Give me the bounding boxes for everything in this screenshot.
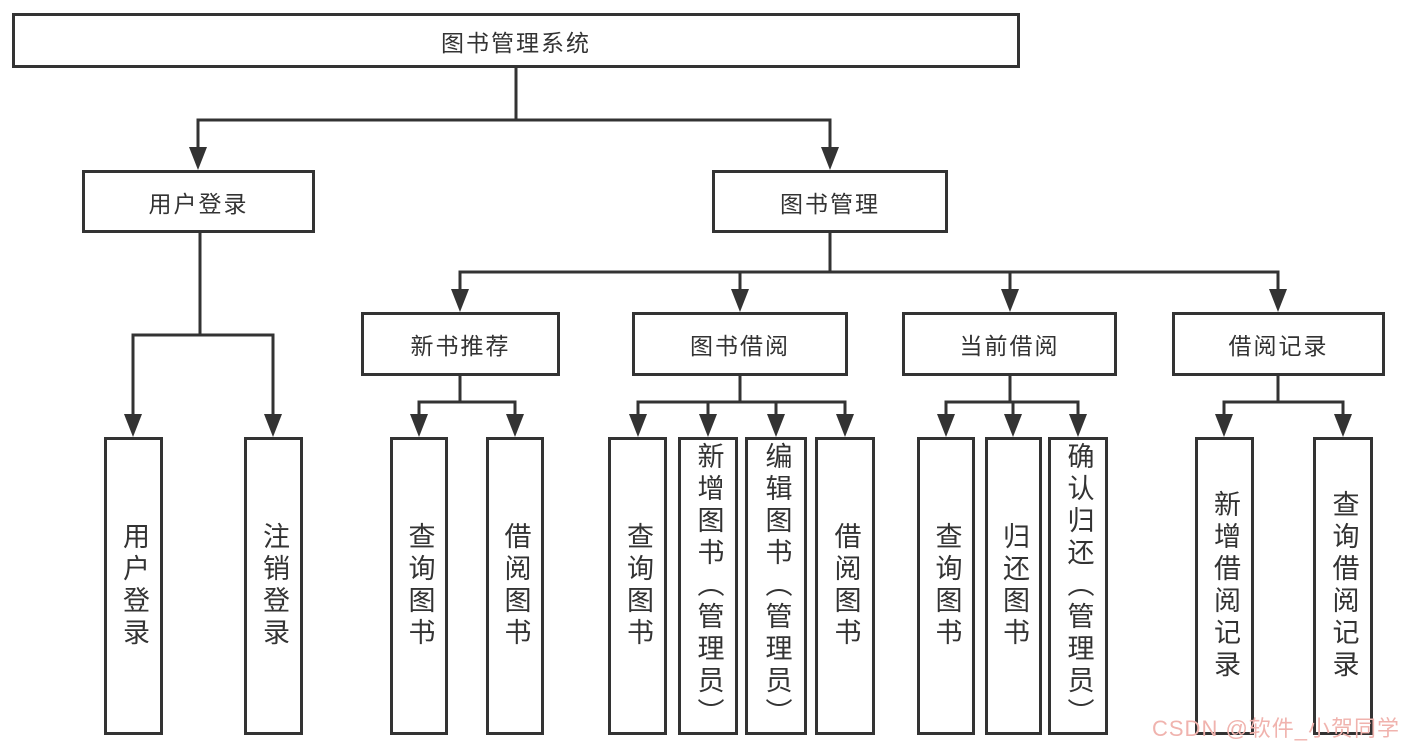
csdn-watermark: CSDN @软件_小贺同学 [1152,716,1401,741]
leaf-current-query-book-label: 查询图书 [931,522,962,650]
node-new-book-recommend: 新书推荐 [361,312,560,376]
node-current-borrow: 当前借阅 [902,312,1117,376]
leaf-borrow-edit-book: 编辑图书（管理员） [745,437,807,735]
leaf-borrow-borrow-book: 借阅图书 [815,437,875,735]
node-borrow-record-label: 借阅记录 [1228,333,1329,359]
leaf-record-add-record-label: 新增借阅记录 [1210,490,1240,682]
node-new-book-recommend-label: 新书推荐 [410,333,511,359]
leaf-newrec-borrow-book: 借阅图书 [486,437,544,735]
leaf-logout-label: 注销登录 [259,522,289,650]
leaf-logout: 注销登录 [244,437,303,735]
leaf-user-login-label: 用户登录 [119,522,149,650]
leaf-current-return-book: 归还图书 [985,437,1042,735]
connector-arrows [124,147,1352,437]
node-root-label: 图书管理系统 [441,29,591,56]
leaf-borrow-edit-book-label: 编辑图书（管理员） [761,442,792,730]
node-book-management: 图书管理 [712,170,948,233]
node-root: 图书管理系统 [12,13,1020,68]
node-book-borrow-label: 图书借阅 [690,333,790,359]
leaf-current-return-book-label: 归还图书 [999,522,1029,650]
connector-paths [131,66,1345,421]
node-book-management-label: 图书管理 [780,190,880,217]
leaf-newrec-query-book: 查询图书 [390,437,448,735]
leaf-record-query-record: 查询借阅记录 [1313,437,1373,735]
node-user-login-label: 用户登录 [148,190,249,217]
leaf-current-query-book: 查询图书 [917,437,975,735]
node-borrow-record: 借阅记录 [1172,312,1385,376]
leaf-borrow-add-book: 新增图书（管理员） [678,437,738,735]
node-user-login: 用户登录 [82,170,315,233]
leaf-borrow-query-book: 查询图书 [608,437,667,735]
leaf-record-add-record: 新增借阅记录 [1195,437,1254,735]
leaf-borrow-borrow-book-label: 借阅图书 [830,522,861,650]
leaf-user-login: 用户登录 [104,437,163,735]
leaf-newrec-query-book-label: 查询图书 [404,522,435,650]
node-book-borrow: 图书借阅 [632,312,848,376]
leaf-borrow-query-book-label: 查询图书 [623,522,653,650]
node-current-borrow-label: 当前借阅 [959,333,1060,359]
leaf-current-confirm-return: 确认归还（管理员） [1048,437,1108,735]
leaf-newrec-borrow-book-label: 借阅图书 [500,522,531,650]
leaf-record-query-record-label: 查询借阅记录 [1328,490,1359,682]
leaf-borrow-add-book-label: 新增图书（管理员） [693,442,724,730]
leaf-current-confirm-return-label: 确认归还（管理员） [1063,442,1094,730]
